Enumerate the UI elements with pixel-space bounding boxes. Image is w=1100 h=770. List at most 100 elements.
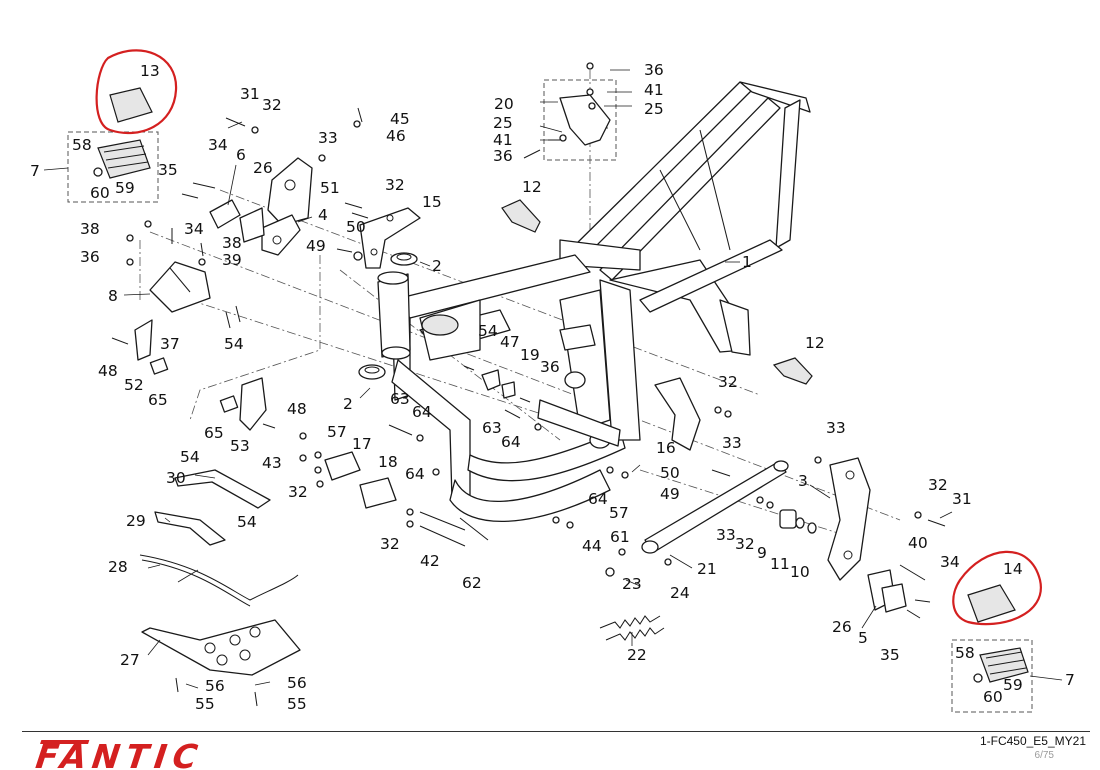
callout-22: 22 bbox=[627, 646, 647, 664]
chain-guides bbox=[134, 319, 267, 431]
top-bracket-20 bbox=[543, 79, 617, 161]
callout-4: 4 bbox=[318, 206, 328, 224]
callout-48: 48 bbox=[98, 362, 118, 380]
callout-32: 32 bbox=[385, 176, 405, 194]
engine-mount-16 bbox=[654, 377, 701, 451]
fantic-logo: FANTIC bbox=[30, 738, 209, 770]
callout-25: 25 bbox=[644, 100, 664, 118]
callout-12: 12 bbox=[522, 178, 542, 196]
callout-65: 65 bbox=[148, 391, 168, 409]
callout-6: 6 bbox=[236, 146, 246, 164]
callout-33: 33 bbox=[826, 419, 846, 437]
leader-lines bbox=[43, 69, 1063, 689]
callout-9: 9 bbox=[757, 544, 767, 562]
callout-16: 16 bbox=[656, 439, 676, 457]
callout-45: 45 bbox=[390, 110, 410, 128]
callout-40: 40 bbox=[908, 534, 928, 552]
callout-36: 36 bbox=[80, 248, 100, 266]
callout-21: 21 bbox=[697, 560, 717, 578]
callout-25: 25 bbox=[493, 114, 513, 132]
callout-14: 14 bbox=[1003, 560, 1023, 578]
engine-bracket-3 bbox=[827, 457, 907, 613]
callout-49: 49 bbox=[306, 237, 326, 255]
callout-26: 26 bbox=[832, 618, 852, 636]
engine-brackets-left bbox=[209, 157, 313, 256]
callout-50: 50 bbox=[346, 218, 366, 236]
callout-23: 23 bbox=[622, 575, 642, 593]
footpeg-12-right bbox=[772, 357, 813, 385]
callout-65: 65 bbox=[204, 424, 224, 442]
mount-19-47 bbox=[481, 369, 516, 399]
callout-7: 7 bbox=[1065, 671, 1075, 689]
callout-34: 34 bbox=[940, 553, 960, 571]
callout-10: 10 bbox=[790, 563, 810, 581]
callout-27: 27 bbox=[120, 651, 140, 669]
callout-31: 31 bbox=[240, 85, 260, 103]
callout-59: 59 bbox=[115, 179, 135, 197]
engine-mount-18 bbox=[359, 477, 397, 509]
callout-60: 60 bbox=[983, 688, 1003, 706]
callout-33: 33 bbox=[716, 526, 736, 544]
callout-2: 2 bbox=[343, 395, 353, 413]
callout-41: 41 bbox=[644, 81, 664, 99]
callout-38: 38 bbox=[80, 220, 100, 238]
footpeg-13-highlighted bbox=[95, 49, 178, 135]
footpeg-assembly-7-left bbox=[67, 131, 159, 203]
callout-32: 32 bbox=[380, 535, 400, 553]
strap-28 bbox=[139, 554, 299, 607]
callout-8: 8 bbox=[108, 287, 118, 305]
callout-47: 47 bbox=[500, 333, 520, 351]
callout-64: 64 bbox=[405, 465, 425, 483]
callout-32: 32 bbox=[928, 476, 948, 494]
callout-13: 13 bbox=[140, 62, 160, 80]
callout-34: 34 bbox=[208, 136, 228, 154]
callout-57: 57 bbox=[327, 423, 347, 441]
bushings bbox=[779, 509, 817, 534]
callout-26: 26 bbox=[253, 159, 273, 177]
callout-11: 11 bbox=[770, 555, 790, 573]
callout-19: 19 bbox=[520, 346, 540, 364]
callout-63: 63 bbox=[390, 390, 410, 408]
callout-24: 24 bbox=[670, 584, 690, 602]
callout-63: 63 bbox=[482, 419, 502, 437]
callout-36: 36 bbox=[493, 147, 513, 165]
callout-54: 54 bbox=[478, 322, 498, 340]
callout-58: 58 bbox=[72, 136, 92, 154]
engine-mount-17 bbox=[324, 451, 361, 481]
callout-56: 56 bbox=[287, 674, 307, 692]
steering-bearings bbox=[358, 252, 418, 380]
skid-plate-27 bbox=[141, 619, 301, 676]
callout-37: 37 bbox=[160, 335, 180, 353]
callout-1: 1 bbox=[742, 253, 752, 271]
callout-53: 53 bbox=[230, 437, 250, 455]
callout-34: 34 bbox=[184, 220, 204, 238]
callout-17: 17 bbox=[352, 435, 372, 453]
callout-36: 36 bbox=[540, 358, 560, 376]
fasteners bbox=[111, 62, 946, 707]
callout-18: 18 bbox=[378, 453, 398, 471]
callout-32: 32 bbox=[288, 483, 308, 501]
bracket-8 bbox=[149, 261, 211, 313]
strap-29-30 bbox=[154, 469, 271, 546]
callout-55: 55 bbox=[195, 695, 215, 713]
callout-50: 50 bbox=[660, 464, 680, 482]
bracket-15 bbox=[359, 207, 421, 269]
callout-61: 61 bbox=[610, 528, 630, 546]
callout-numbers: 1 2 2 3 4 5 6 7 7 8 9 10 11 12 12 13 14 … bbox=[30, 61, 1075, 713]
callout-2: 2 bbox=[432, 257, 442, 275]
callout-31: 31 bbox=[952, 490, 972, 508]
page-number: 6/75 bbox=[1034, 750, 1054, 761]
callout-55: 55 bbox=[287, 695, 307, 713]
callout-7: 7 bbox=[30, 162, 40, 180]
callout-60: 60 bbox=[90, 184, 110, 202]
callout-64: 64 bbox=[412, 403, 432, 421]
callout-28: 28 bbox=[108, 558, 128, 576]
callout-49: 49 bbox=[660, 485, 680, 503]
callout-56: 56 bbox=[205, 677, 225, 695]
callout-64: 64 bbox=[501, 433, 521, 451]
callout-32: 32 bbox=[718, 373, 738, 391]
callout-51: 51 bbox=[320, 179, 340, 197]
callout-42: 42 bbox=[420, 552, 440, 570]
callout-32: 32 bbox=[262, 96, 282, 114]
